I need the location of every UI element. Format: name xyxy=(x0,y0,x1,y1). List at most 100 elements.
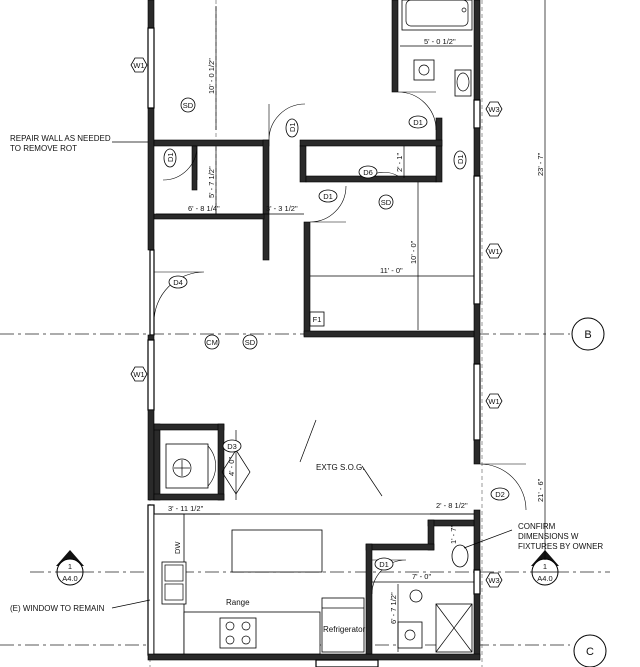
dim-7-0: 7' - 0" xyxy=(412,572,431,581)
pantry-wall-top xyxy=(153,423,225,431)
tag-d1-bath-side: D1 xyxy=(453,150,467,170)
dim-5-0-5: 5' - 0 1/2" xyxy=(424,37,456,46)
section-sheet-right: A4.0 xyxy=(537,574,552,583)
window-w1-right-mid xyxy=(473,363,481,441)
label-range: Range xyxy=(226,598,250,607)
note-confirm-3: FIXTURES BY OWNER xyxy=(518,542,603,551)
tag-d1-bath: D1 xyxy=(408,115,428,129)
dim-5-7-5: 5' - 7 1/2" xyxy=(207,166,216,198)
exterior-wall-left-c xyxy=(147,409,155,501)
door-swing-d1-closet2 xyxy=(309,185,347,223)
bath2-wall-vert xyxy=(365,543,373,655)
exterior-wall-right-e xyxy=(473,593,481,657)
svg-text:D1: D1 xyxy=(413,118,423,127)
dim-23-7: 23' - 7" xyxy=(536,152,545,176)
note-confirm-2: DIMENSIONS W xyxy=(518,532,579,541)
tag-d2: D2 xyxy=(490,487,510,501)
window-w1-mid xyxy=(147,339,155,411)
bedroom-closet-wall-vert xyxy=(262,139,270,261)
pantry-wall-right xyxy=(217,423,225,501)
svg-text:W1: W1 xyxy=(488,247,499,256)
grid-bubble-b: B xyxy=(571,317,605,351)
kitchen-island xyxy=(231,529,323,573)
tag-w1-right-top: W1 xyxy=(485,243,503,259)
exterior-wall-right-c xyxy=(473,439,481,465)
window-w1-bottom xyxy=(147,504,155,656)
pantry-wall-left xyxy=(153,423,161,501)
refrigerator xyxy=(321,597,365,653)
svg-text:W1: W1 xyxy=(133,370,144,379)
grid-label-b: B xyxy=(584,329,591,341)
section-number-left: 1 xyxy=(68,562,72,571)
dim-21-6: 21' - 6" xyxy=(536,478,545,502)
dim-11-0: 11' - 0" xyxy=(380,266,403,275)
tag-d1-closet: D1 xyxy=(285,118,299,138)
tag-w1-right-mid: W1 xyxy=(485,393,503,409)
tag-d1-lower: D1 xyxy=(374,557,394,571)
exterior-wall-right-top xyxy=(473,0,481,101)
note-repair-wall-2: TO REMOVE ROT xyxy=(10,144,77,153)
leader-sog-1 xyxy=(299,419,317,463)
svg-text:D3: D3 xyxy=(227,442,237,451)
note-existing-sog: EXTG S.O.G. xyxy=(316,463,364,472)
dim-3-11-5: 3' - 11 1/2" xyxy=(168,504,204,513)
dim-2-1: 2' - 1" xyxy=(395,153,404,172)
note-confirm-1: CONFIRM xyxy=(518,522,556,531)
svg-text:W3: W3 xyxy=(488,576,499,585)
exterior-wall-right-d xyxy=(473,509,481,571)
closet-divider-h xyxy=(153,213,265,220)
svg-text:W3: W3 xyxy=(488,105,499,114)
tag-d1-hall: D1 xyxy=(318,189,338,203)
exterior-wall-left-b xyxy=(147,334,155,341)
svg-text:SD: SD xyxy=(183,101,194,110)
door-swing-d1-bedroom xyxy=(162,145,198,181)
tag-w3-top: W3 xyxy=(485,101,503,117)
grid-bubble-c: C xyxy=(573,634,607,667)
door-swing-d4 xyxy=(153,271,205,323)
svg-text:F1: F1 xyxy=(313,315,322,324)
door-swing-d2 xyxy=(479,463,527,511)
door-swing-d1-bath xyxy=(397,91,437,131)
exterior-wall-right-a xyxy=(473,127,481,177)
window-w1-top xyxy=(147,27,155,109)
window-w3-bottom xyxy=(473,569,481,595)
window-w1-right-top xyxy=(473,175,481,305)
leader-window-remain xyxy=(111,599,151,609)
exterior-wall-left-a xyxy=(147,107,155,251)
bath2-wall-mid xyxy=(365,543,435,551)
exterior-wall-left-upper xyxy=(147,0,155,29)
dim-10-0-5: 10' - 0 1/2" xyxy=(207,58,216,94)
toilet-upper xyxy=(454,69,472,97)
water-heater xyxy=(165,443,209,489)
svg-text:D1: D1 xyxy=(166,152,175,162)
svg-text:SD: SD xyxy=(381,198,392,207)
tag-w3-bottom: W3 xyxy=(485,572,503,588)
bath-wall-bottom xyxy=(435,117,443,183)
bedroom2-wall-bottom xyxy=(303,330,475,338)
section-marker-left: 1 A4.0 xyxy=(56,550,84,586)
tag-sd-living: SD xyxy=(242,334,258,350)
dim-10-0: 10' - 0" xyxy=(409,240,418,264)
range xyxy=(219,617,257,649)
tag-sd-bedroom: SD xyxy=(180,97,196,113)
grid-label-c: C xyxy=(586,646,594,658)
tag-d6: D6 xyxy=(358,165,378,179)
dim-4-0: 4' - 0" xyxy=(227,457,236,476)
note-repair-wall-1: REPAIR WALL AS NEEDED xyxy=(10,134,111,143)
label-dishwasher: DW xyxy=(173,541,182,554)
svg-text:CM: CM xyxy=(206,338,218,347)
double-sink xyxy=(161,561,187,605)
bedroom2-wall-left xyxy=(303,221,311,337)
tag-d4: D4 xyxy=(168,275,188,289)
tag-w1-top: W1 xyxy=(130,57,148,73)
exterior-wall-bottom xyxy=(147,653,481,661)
bottom-threshold xyxy=(315,659,379,667)
tag-sd-bedroom2: SD xyxy=(378,194,394,210)
dim-1-7: 1' - 7" xyxy=(449,525,458,544)
pantry-wall-bottom xyxy=(153,493,225,501)
door-swing-d3 xyxy=(207,445,216,487)
svg-text:D4: D4 xyxy=(173,278,183,287)
exterior-wall-right-b xyxy=(473,303,481,365)
tag-f1: F1 xyxy=(309,311,325,327)
note-window-remain: (E) WINDOW TO REMAIN xyxy=(10,604,105,613)
